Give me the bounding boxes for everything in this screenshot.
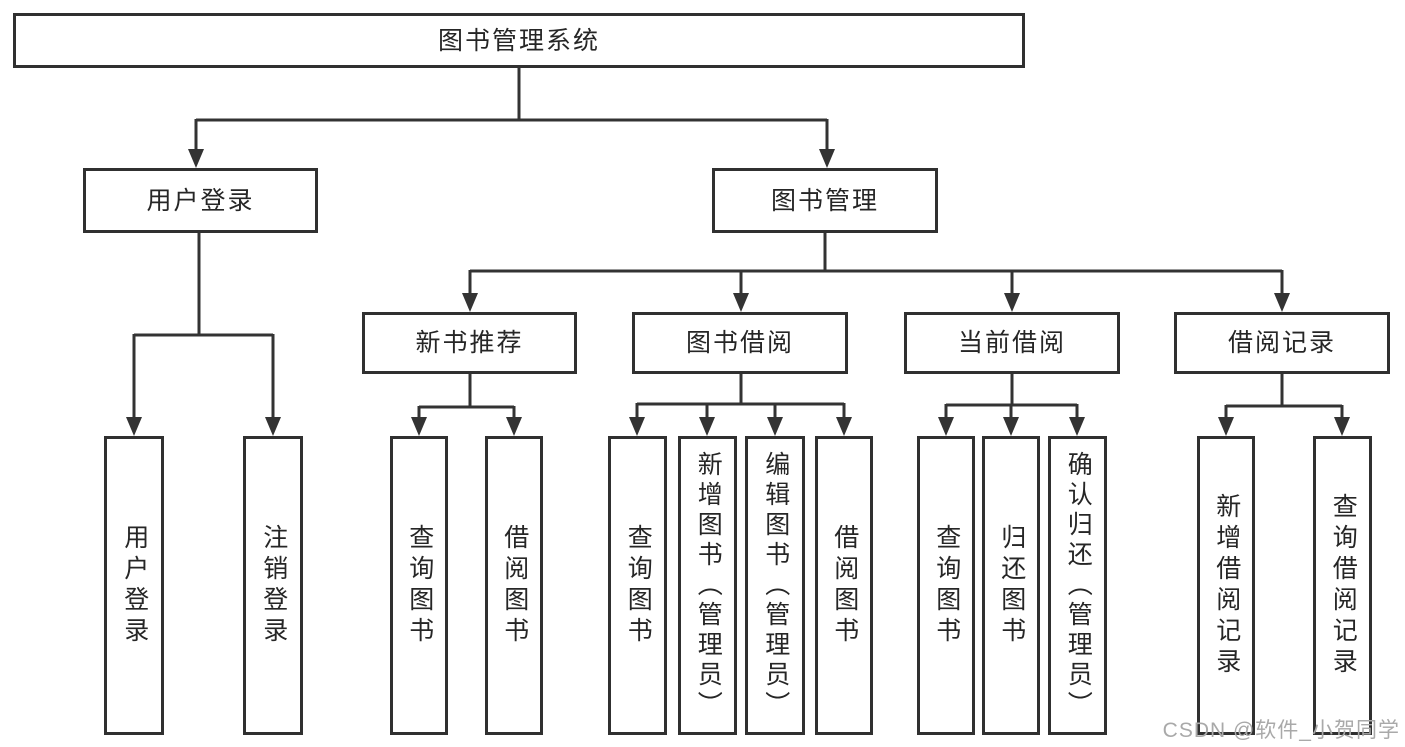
leaf-query-borrow-record-label: 查询借阅记录 bbox=[1329, 492, 1358, 679]
leaf-edit-book-admin: 编辑图书（管理员） bbox=[745, 436, 805, 735]
leaf-borrow-book-recommend: 借阅图书 bbox=[485, 436, 543, 735]
leaf-borrow-book-borrowing-label: 借阅图书 bbox=[830, 523, 859, 648]
leaf-query-borrow-record: 查询借阅记录 bbox=[1313, 436, 1372, 735]
leaf-add-book-admin: 新增图书（管理员） bbox=[678, 436, 737, 735]
node-book-borrowing: 图书借阅 bbox=[632, 312, 848, 374]
node-library-system: 图书管理系统 bbox=[13, 13, 1025, 68]
node-borrowing-records-label: 借阅记录 bbox=[1227, 329, 1336, 357]
leaf-query-book-borrowing-label: 查询图书 bbox=[624, 523, 653, 648]
leaf-borrow-book-borrowing: 借阅图书 bbox=[815, 436, 873, 735]
leaf-add-book-admin-label: 新增图书（管理员） bbox=[694, 450, 723, 721]
leaf-logout-label: 注销登录 bbox=[259, 523, 288, 648]
leaf-query-book-recommend: 查询图书 bbox=[390, 436, 448, 735]
node-user-login-label: 用户登录 bbox=[146, 186, 255, 215]
node-new-book-recommend: 新书推荐 bbox=[362, 312, 577, 374]
leaf-logout: 注销登录 bbox=[243, 436, 303, 735]
leaf-confirm-return-admin-label: 确认归还（管理员） bbox=[1064, 450, 1093, 721]
leaf-query-book-current-label: 查询图书 bbox=[932, 523, 961, 648]
leaf-return-book: 归还图书 bbox=[982, 436, 1040, 735]
leaf-return-book-label: 归还图书 bbox=[997, 523, 1026, 648]
leaf-confirm-return-admin: 确认归还（管理员） bbox=[1048, 436, 1107, 735]
leaf-query-book-current: 查询图书 bbox=[917, 436, 975, 735]
node-book-management-label: 图书管理 bbox=[770, 186, 879, 215]
node-new-book-recommend-label: 新书推荐 bbox=[415, 329, 524, 357]
leaf-query-book-recommend-label: 查询图书 bbox=[405, 523, 434, 648]
csdn-watermark: CSDN @软件_小贺同学 bbox=[1162, 719, 1400, 742]
leaf-edit-book-admin-label: 编辑图书（管理员） bbox=[761, 450, 790, 721]
node-user-login: 用户登录 bbox=[83, 168, 318, 233]
leaf-add-borrow-record-label: 新增借阅记录 bbox=[1212, 492, 1241, 679]
leaf-query-book-borrowing: 查询图书 bbox=[608, 436, 667, 735]
node-library-system-label: 图书管理系统 bbox=[437, 26, 600, 55]
node-book-management: 图书管理 bbox=[712, 168, 938, 233]
arrowheads bbox=[126, 149, 1350, 436]
node-current-borrowing-label: 当前借阅 bbox=[957, 329, 1066, 357]
leaf-borrow-book-recommend-label: 借阅图书 bbox=[500, 523, 529, 648]
leaf-user-login: 用户登录 bbox=[104, 436, 164, 735]
leaf-add-borrow-record: 新增借阅记录 bbox=[1197, 436, 1255, 735]
node-book-borrowing-label: 图书借阅 bbox=[685, 329, 794, 357]
node-current-borrowing: 当前借阅 bbox=[904, 312, 1120, 374]
leaf-user-login-label: 用户登录 bbox=[120, 523, 149, 648]
node-borrowing-records: 借阅记录 bbox=[1174, 312, 1390, 374]
